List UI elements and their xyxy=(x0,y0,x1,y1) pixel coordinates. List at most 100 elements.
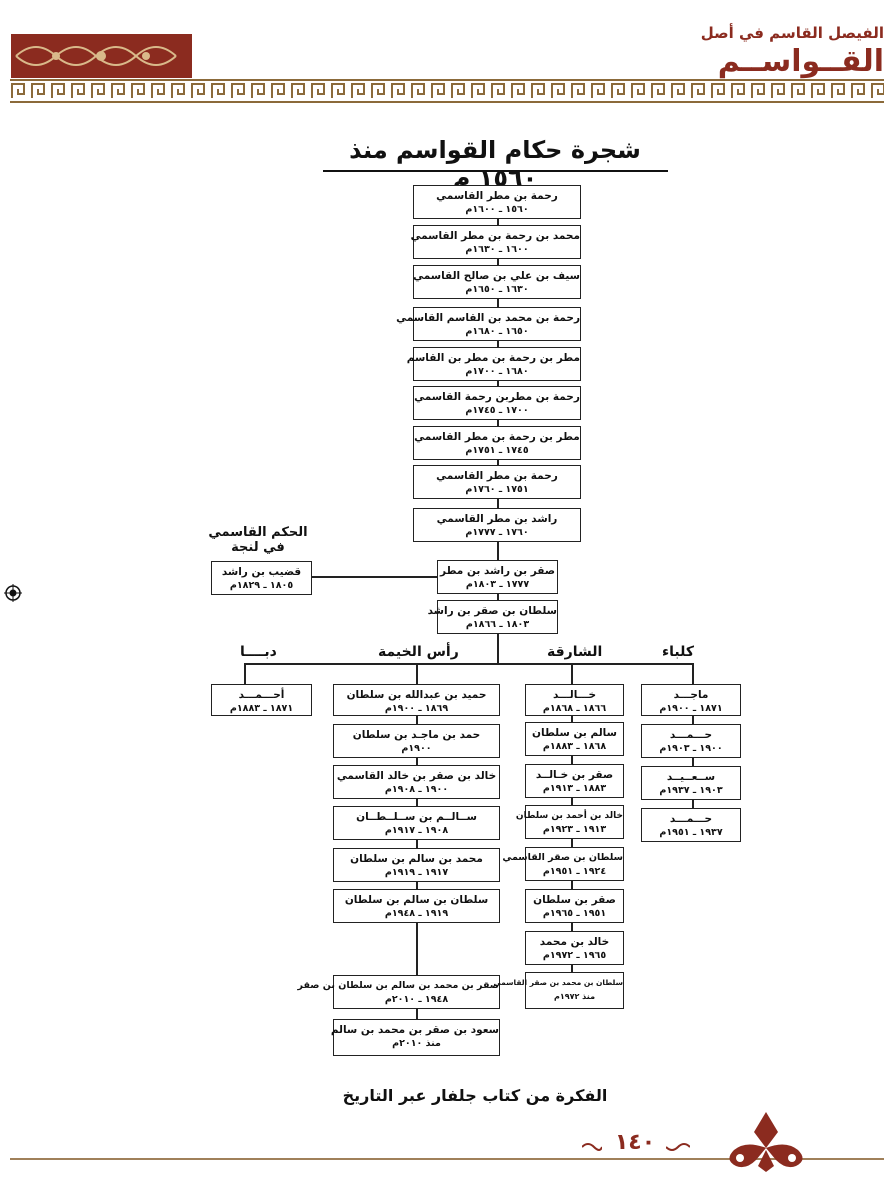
ruler-dates: ١٨٧١ ـ ١٩٠٠م xyxy=(659,703,723,714)
ruler-dates: ١٧٠٠ ـ ١٧٤٥م xyxy=(465,405,529,416)
ruler-box: محمد بن سالم بن سلطان ١٩١٧ ـ ١٩١٩م xyxy=(333,848,500,882)
ruler-dates: ١٩٠٠م xyxy=(401,743,432,754)
ruler-name: صقر بن محمد بن سالم بن سلطان بن صقر xyxy=(297,980,499,991)
ruler-name: سيف بن علي بن صالح القاسمي xyxy=(413,270,580,282)
connector xyxy=(497,420,499,426)
ruler-name: سلطان بن صقر بن راشد xyxy=(427,605,557,617)
ruler-dates: ١٩٠٣ ـ ١٩٣٧م xyxy=(659,785,723,796)
ruler-box: سلطان بن صقر القاسمي ١٩٢٤ ـ ١٩٥١م xyxy=(502,847,624,881)
ruler-box: حـــمـــد ١٩٠٠ ـ ١٩٠٣م xyxy=(641,724,741,758)
branch-heading-dibba: دبــــا xyxy=(240,644,277,660)
ruler-box: مطر بن رحمة بن مطر بن القاسم ١٦٨٠ ـ ١٧٠٠… xyxy=(406,347,581,381)
ruler-name: رحمة بن مطر القاسمي xyxy=(436,190,558,202)
ruler-box: محمد بن رحمة بن مطر القاسمي ١٦٠٠ ـ ١٦٣٠م xyxy=(410,225,581,259)
branch-heading-kalba: كلباء xyxy=(662,644,694,660)
connector xyxy=(416,1009,418,1019)
page-title: شجرة حكام القواسم منذ ١٥٦٠ م xyxy=(349,136,641,192)
connector xyxy=(571,798,573,805)
ruler-box: أحـــمـــد ١٨٧١ ـ ١٨٨٣م xyxy=(211,684,312,716)
ruler-box: سالم بن سلطان ١٨٦٨ ـ ١٨٨٣م xyxy=(525,722,624,756)
ruler-name: صقر بن خـالــد xyxy=(535,769,614,781)
ruler-name: محمد بن سالم بن سلطان xyxy=(350,853,483,865)
ruler-dates: ١٩٥١ ـ ١٩٦٥م xyxy=(542,908,607,919)
lajna-connector xyxy=(311,576,437,578)
header-ornament xyxy=(11,34,192,78)
ruler-dates: منذ ٢٠١٠م xyxy=(392,1038,441,1049)
ruler-name: رحمة بن مطر القاسمي xyxy=(436,470,558,482)
ruler-dates: ١٨٦٨ ـ ١٨٨٣م xyxy=(542,741,607,752)
ruler-dates: ١٧٦٠ ـ ١٧٧٧م xyxy=(465,527,529,538)
ruler-box: صقر بن سلطان ١٩٥١ ـ ١٩٦٥م xyxy=(525,889,624,923)
connector xyxy=(571,923,573,931)
title-underline xyxy=(323,170,668,172)
flourish-icon xyxy=(581,1138,603,1151)
connector xyxy=(692,758,694,766)
branch-heading-ras-al-khaimah: رأس الخيمة xyxy=(378,644,459,660)
connector xyxy=(497,219,499,225)
connector xyxy=(571,881,573,889)
ruler-box: سيف بن علي بن صالح القاسمي ١٦٣٠ ـ ١٦٥٠م xyxy=(413,265,581,299)
ruler-box: خالد بن أحمد بن سلطان ١٩١٣ ـ ١٩٢٣م xyxy=(516,805,624,839)
ruler-box: سلطان بن سالم بن سلطان ١٩١٩ ـ ١٩٤٨م xyxy=(333,889,500,923)
ruler-dates: ١٥٦٠ ـ ١٦٠٠م xyxy=(465,204,529,215)
ruler-box: ســعــيــد ١٩٠٣ ـ ١٩٣٧م xyxy=(641,766,741,800)
ruler-name: حميد بن عبدالله بن سلطان xyxy=(346,689,487,701)
page-number: ١٤٠ xyxy=(614,1130,656,1155)
ruler-box: سلطان بن صقر بن راشد ١٨٠٣ ـ ١٨٦٦م xyxy=(427,600,558,634)
connector xyxy=(571,716,573,722)
ruler-name: حمد بن ماجـد بن سلطان xyxy=(352,729,481,741)
connector xyxy=(571,756,573,764)
ruler-box: رحمة بن مطر القاسمي ١٧٥١ ـ ١٧٦٠م xyxy=(413,465,581,499)
registration-mark-icon xyxy=(4,584,22,602)
ruler-dates: ١٩١٩ ـ ١٩٤٨م xyxy=(384,908,449,919)
ruler-dates: ١٨٧١ ـ ١٨٨٣م xyxy=(229,703,294,714)
ruler-name: محمد بن رحمة بن مطر القاسمي xyxy=(410,230,580,242)
ruler-name: سالم بن سلطان xyxy=(532,727,617,739)
ruler-dates: ١٩٢٤ ـ ١٩٥١م xyxy=(542,866,607,877)
ruler-box: قضيب بن راشد ١٨٠٥ ـ ١٨٢٩م xyxy=(211,561,312,595)
ruler-box: صقر بن راشد بن مطر ١٧٧٧ ـ ١٨٠٣م xyxy=(437,560,558,594)
connector xyxy=(497,499,499,508)
connector xyxy=(416,882,418,889)
connector xyxy=(497,594,499,600)
branch-heading-sharjah: الشارقة xyxy=(547,644,603,660)
footer-rule xyxy=(10,1158,884,1160)
connector xyxy=(497,259,499,265)
ruler-name: ســعــيــد xyxy=(666,771,716,783)
ruler-box: خـــالـــد ١٨٦٦ ـ ١٨٦٨م xyxy=(525,684,624,716)
lajna-heading: الحكم القاسمي في لنجة xyxy=(198,525,318,555)
connector xyxy=(416,716,418,724)
ruler-name: مطر بن رحمة بن مطر القاسمي xyxy=(414,431,580,443)
source-note: الفكرة من كتاب جلفار عبر التاريخ xyxy=(342,1086,608,1105)
ruler-dates: ١٩٠٠ ـ ١٩٠٨م xyxy=(384,784,449,795)
lajna-heading-line1: الحكم القاسمي xyxy=(208,525,308,540)
ruler-name: أحـــمـــد xyxy=(238,689,285,701)
ruler-box: خالد بن صقر بن خالد القاسمي ١٩٠٠ ـ ١٩٠٨م xyxy=(333,765,500,799)
branch-connector xyxy=(244,663,694,665)
ruler-dates: ١٨٨٣ ـ ١٩١٣م xyxy=(542,783,607,794)
book-title: القــواســم xyxy=(717,44,884,79)
connector xyxy=(416,663,418,684)
connector xyxy=(692,800,694,808)
ruler-dates: ١٩٣٧ ـ ١٩٥١م xyxy=(659,827,723,838)
ruler-dates: ١٩٠٨ ـ ١٩١٧م xyxy=(384,825,449,836)
connector xyxy=(244,663,246,684)
ruler-dates: ١٨٦٦ ـ ١٨٦٨م xyxy=(542,703,607,714)
ruler-name: قضيب بن راشد xyxy=(221,566,302,578)
ruler-box: رحمة بن مطر القاسمي ١٥٦٠ ـ ١٦٠٠م xyxy=(413,185,581,219)
decorative-band xyxy=(10,78,884,104)
connector xyxy=(692,716,694,724)
connector xyxy=(416,758,418,765)
ruler-box: سلطان بن محمد بن صقر القاسمي منذ ١٩٧٢م xyxy=(494,972,624,1009)
ruler-box: صقر بن خـالــد ١٨٨٣ ـ ١٩١٣م xyxy=(525,764,624,798)
connector xyxy=(571,965,573,972)
ruler-name: خالد بن محمد xyxy=(539,936,610,948)
connector xyxy=(692,663,694,684)
connector xyxy=(416,799,418,806)
ruler-name: مطر بن رحمة بن مطر بن القاسم xyxy=(406,352,580,364)
lajna-heading-line2: في لنجة xyxy=(231,540,285,555)
ruler-box: حـــمـــد ١٩٣٧ ـ ١٩٥١م xyxy=(641,808,741,842)
ruler-dates: ١٦٠٠ ـ ١٦٣٠م xyxy=(465,244,529,255)
ruler-dates: ١٧٧٧ ـ ١٨٠٣م xyxy=(465,579,530,590)
connector xyxy=(571,839,573,847)
